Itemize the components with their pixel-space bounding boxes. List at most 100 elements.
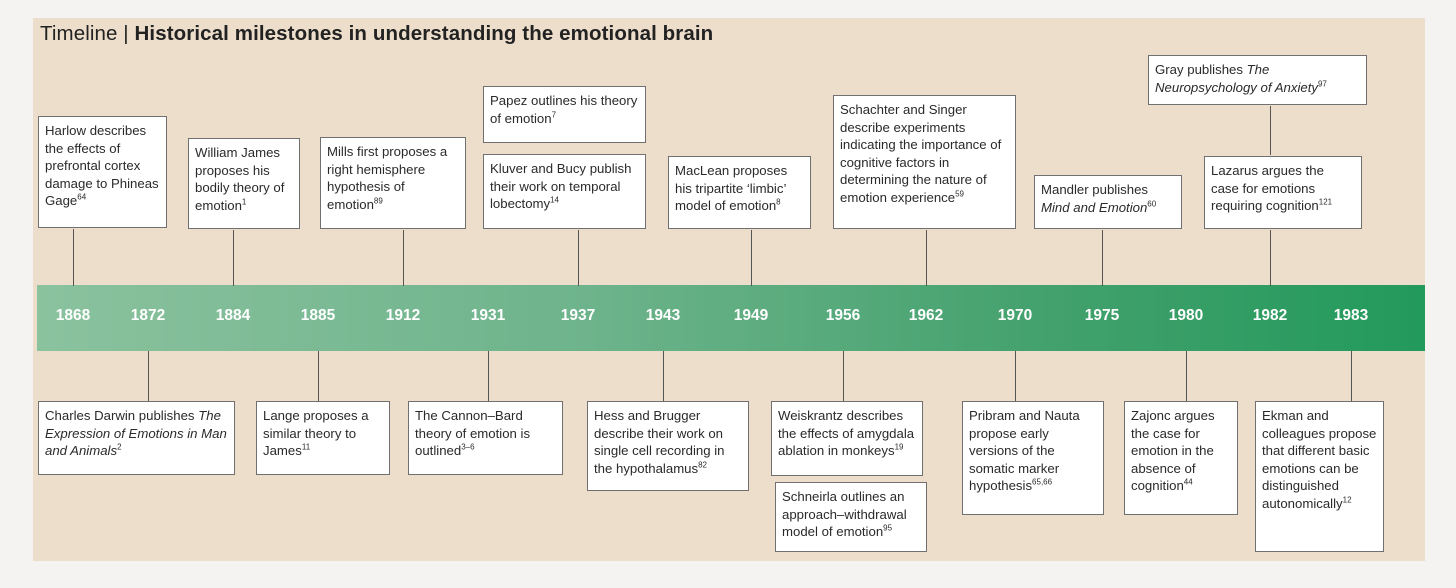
event-text: The Cannon–Bard theory of emotion is out…: [415, 407, 556, 460]
event-text: Mandler publishes Mind and Emotion60: [1041, 181, 1175, 216]
connector-ekman: [1351, 351, 1352, 401]
event-box-hess: Hess and Brugger describe their work on …: [587, 401, 749, 491]
connector-hess: [663, 351, 664, 401]
event-description: MacLean proposes his tripartite ‘limbic’…: [675, 163, 788, 213]
reference-number: 44: [1183, 477, 1193, 487]
event-box-harlow: Harlow describes the effects of prefront…: [38, 116, 167, 228]
year-label-1872: 1872: [130, 307, 166, 324]
publication-title: The Neuropsychology of Anxiety: [1155, 62, 1318, 95]
reference-number: 19: [894, 442, 904, 452]
event-box-ekman: Ekman and colleagues propose that differ…: [1255, 401, 1384, 552]
event-text: Schneirla outlines an approach–withdrawa…: [782, 488, 920, 541]
connector-pribram: [1015, 351, 1016, 401]
event-box-kluver: Kluver and Bucy publish their work on te…: [483, 154, 646, 229]
year-label-1912: 1912: [385, 307, 421, 324]
event-description: Charles Darwin publishes: [45, 408, 199, 423]
reference-number: 65,66: [1032, 477, 1053, 487]
reference-number: 7: [551, 110, 557, 120]
event-text: Papez outlines his theory of emotion7: [490, 92, 639, 127]
event-box-schachter: Schachter and Singer describe experiment…: [833, 95, 1016, 229]
event-text: Zajonc argues the case for emotion in th…: [1131, 407, 1231, 495]
event-description: Weiskrantz describes the effects of amyg…: [778, 408, 915, 458]
event-description: Schneirla outlines an approach–withdrawa…: [782, 489, 907, 539]
event-text: Gray publishes The Neuropsychology of An…: [1155, 61, 1360, 96]
event-box-schneirla: Schneirla outlines an approach–withdrawa…: [775, 482, 927, 552]
event-text: Harlow describes the effects of prefront…: [45, 122, 160, 210]
event-box-weiskrantz: Weiskrantz describes the effects of amyg…: [771, 401, 923, 476]
event-box-cannon: The Cannon–Bard theory of emotion is out…: [408, 401, 563, 475]
event-box-zajonc: Zajonc argues the case for emotion in th…: [1124, 401, 1238, 515]
reference-number: 11: [301, 442, 311, 452]
reference-number: 1: [241, 197, 247, 207]
connector-zajonc: [1186, 351, 1187, 401]
event-description: Gray publishes: [1155, 62, 1247, 77]
figure-title: Timeline | Historical milestones in unde…: [40, 22, 713, 46]
event-description: Lazarus argues the case for emotions req…: [1211, 163, 1324, 213]
publication-title: Mind and Emotion: [1041, 199, 1148, 215]
event-box-maclean: MacLean proposes his tripartite ‘limbic’…: [668, 156, 811, 229]
reference-number: 82: [698, 460, 708, 470]
event-description: Kluver and Bucy publish their work on te…: [490, 161, 632, 211]
reference-number: 14: [550, 195, 560, 205]
title-main: Historical milestones in understanding t…: [134, 22, 714, 45]
reference-number: 12: [1342, 495, 1352, 505]
connector-lazarus: [1270, 230, 1271, 286]
event-text: Lange proposes a similar theory to James…: [263, 407, 383, 460]
event-description: Papez outlines his theory of emotion: [490, 93, 638, 126]
reference-number: 60: [1147, 199, 1157, 209]
year-label-1983: 1983: [1333, 307, 1369, 324]
event-box-papez: Papez outlines his theory of emotion7: [483, 86, 646, 143]
reference-number: 8: [776, 197, 781, 207]
connector-mandler: [1102, 230, 1103, 286]
connector-weiskrantz: [843, 351, 844, 401]
event-text: Charles Darwin publishes The Expression …: [45, 407, 228, 460]
event-box-mills: Mills first proposes a right hemisphere …: [320, 137, 466, 229]
event-text: MacLean proposes his tripartite ‘limbic’…: [675, 162, 804, 215]
year-label-1943: 1943: [645, 307, 681, 324]
event-description: William James proposes his bodily theory…: [195, 145, 285, 213]
connector-darwin: [148, 351, 149, 401]
event-box-lazarus: Lazarus argues the case for emotions req…: [1204, 156, 1362, 229]
event-description: Zajonc argues the case for emotion in th…: [1131, 408, 1215, 493]
reference-number: 3–6: [461, 442, 475, 452]
reference-number: 121: [1318, 197, 1333, 207]
reference-number: 2: [117, 442, 122, 452]
year-label-1982: 1982: [1252, 307, 1288, 324]
event-description: Schachter and Singer describe experiment…: [840, 102, 1002, 205]
event-text: Ekman and colleagues propose that differ…: [1262, 407, 1377, 512]
reference-number: 89: [373, 196, 383, 206]
event-description: Pribram and Nauta propose early versions…: [969, 408, 1080, 493]
event-text: Weiskrantz describes the effects of amyg…: [778, 407, 916, 460]
event-box-mandler: Mandler publishes Mind and Emotion60: [1034, 175, 1182, 229]
event-text: William James proposes his bodily theory…: [195, 144, 293, 214]
year-label-1962: 1962: [908, 307, 944, 324]
reference-number: 97: [1317, 79, 1327, 89]
connector-maclean: [751, 230, 752, 286]
year-label-1885: 1885: [300, 307, 336, 324]
publication-title: The Expression of Emotions in Man and An…: [45, 408, 227, 458]
connector-harlow: [73, 229, 74, 286]
event-description: Ekman and colleagues propose that differ…: [1262, 408, 1377, 511]
event-box-pribram: Pribram and Nauta propose early versions…: [962, 401, 1104, 515]
year-label-1956: 1956: [825, 307, 861, 324]
event-text: Kluver and Bucy publish their work on te…: [490, 160, 639, 213]
connector-gray: [1270, 106, 1271, 155]
reference-number: 59: [955, 189, 965, 199]
event-description: Mandler publishes: [1041, 182, 1149, 197]
event-description: The Cannon–Bard theory of emotion is out…: [415, 408, 531, 458]
connector-schachter: [926, 230, 927, 286]
event-box-james: William James proposes his bodily theory…: [188, 138, 300, 229]
year-label-1949: 1949: [733, 307, 769, 324]
year-label-1980: 1980: [1168, 307, 1204, 324]
event-description: Lange proposes a similar theory to James: [263, 408, 369, 458]
event-text: Hess and Brugger describe their work on …: [594, 407, 742, 477]
event-text: Lazarus argues the case for emotions req…: [1211, 162, 1355, 215]
event-box-gray: Gray publishes The Neuropsychology of An…: [1148, 55, 1367, 105]
connector-lange: [318, 351, 319, 401]
year-label-1931: 1931: [470, 307, 506, 324]
connector-kluver: [578, 230, 579, 286]
event-text: Mills first proposes a right hemisphere …: [327, 143, 459, 213]
event-box-darwin: Charles Darwin publishes The Expression …: [38, 401, 235, 475]
year-label-1868: 1868: [55, 307, 91, 324]
event-text: Pribram and Nauta propose early versions…: [969, 407, 1097, 495]
